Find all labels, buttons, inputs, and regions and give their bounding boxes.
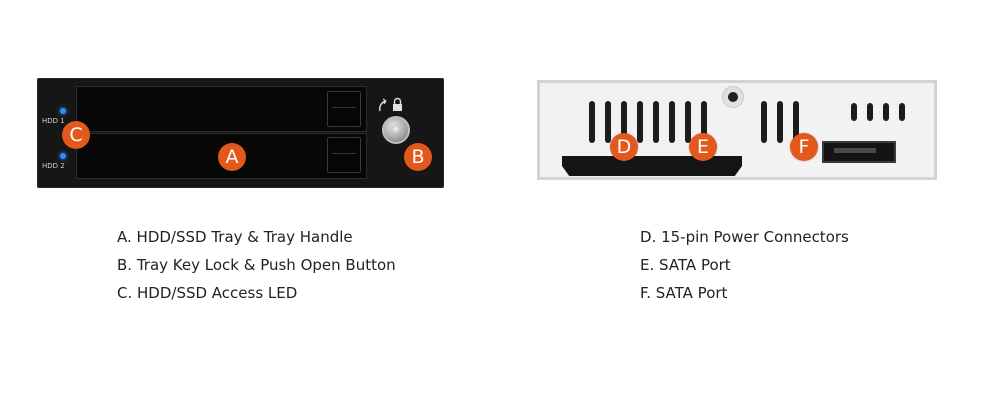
legend-item-f: F. SATA Port	[640, 284, 728, 302]
marker-f: F	[790, 133, 818, 161]
vent-slot	[605, 101, 611, 143]
vent-slot	[589, 101, 595, 143]
vent-slot	[637, 101, 643, 143]
marker-e: E	[689, 133, 717, 161]
marker-a: A	[218, 143, 246, 171]
vent-slot	[621, 101, 627, 143]
sata-port-connector	[822, 141, 896, 163]
vent-slot	[701, 101, 707, 143]
vent-slot	[793, 101, 799, 143]
hdd2-led-label: HDD 2	[42, 162, 65, 170]
hdd1-led-icon	[60, 108, 66, 114]
legend-item-d: D. 15-pin Power Connectors	[640, 228, 849, 246]
vent-slot	[761, 101, 767, 143]
screw-hole	[722, 86, 744, 108]
vent-slot	[899, 103, 905, 121]
marker-c: C	[62, 121, 90, 149]
hdd2-led-icon	[60, 153, 66, 159]
marker-b: B	[404, 143, 432, 171]
vent-slot	[883, 103, 889, 121]
legend-item-b: B. Tray Key Lock & Push Open Button	[117, 256, 396, 274]
tray-handle-2	[327, 137, 361, 173]
legend-item-a: A. HDD/SSD Tray & Tray Handle	[117, 228, 353, 246]
drive-tray-1	[76, 86, 367, 132]
legend-item-c: C. HDD/SSD Access LED	[117, 284, 298, 302]
vent-slot	[851, 103, 857, 121]
power-connector	[562, 156, 742, 176]
legend-item-e: E. SATA Port	[640, 256, 731, 274]
hdd1-led-label: HDD 1	[42, 117, 65, 125]
vent-slot	[653, 101, 659, 143]
vent-slot	[777, 101, 783, 143]
vent-slot	[685, 101, 691, 143]
unlock-icon	[378, 97, 402, 112]
tray-key-lock-button	[382, 116, 410, 144]
vent-slot	[867, 103, 873, 121]
tray-handle-1	[327, 91, 361, 127]
vent-slot	[669, 101, 675, 143]
marker-d: D	[610, 133, 638, 161]
